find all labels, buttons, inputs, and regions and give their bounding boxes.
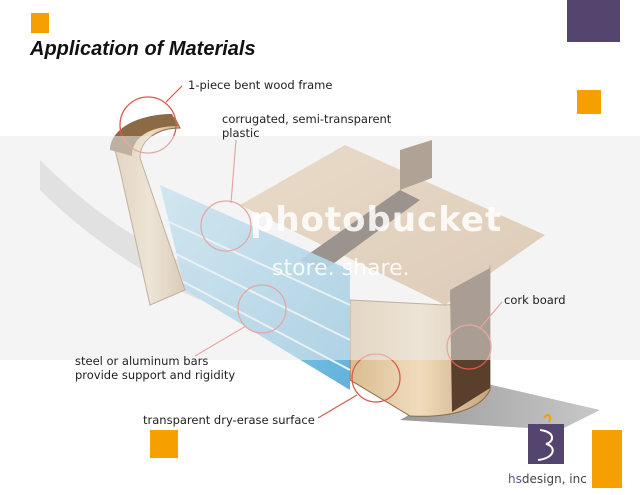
brand-logo-mark (537, 429, 554, 461)
watermark-subtext: store. share. (272, 256, 410, 281)
label-bars-line1: steel or aluminum bars (75, 354, 209, 368)
brand-logo-accent (543, 414, 552, 423)
brand-rest: design, inc (521, 472, 587, 486)
brand-prefix: hs (508, 472, 522, 486)
decor-square-orange-bottomleft (150, 430, 178, 458)
decor-square-purple-topright (567, 0, 620, 42)
page-title: Application of Materials (30, 38, 256, 60)
label-cork-board: cork board (504, 293, 566, 307)
watermark-band (0, 136, 640, 360)
brand-name: hsdesign, inc (508, 472, 587, 486)
label-bars-line2: provide support and rigidity (75, 368, 236, 382)
label-plastic-line2: plastic (222, 126, 260, 140)
decor-square-orange-topleft (31, 13, 49, 33)
decor-square-orange-right (577, 90, 601, 114)
label-dry-erase: transparent dry-erase surface (143, 413, 315, 427)
watermark-text: photobucket (250, 200, 503, 240)
label-plastic-line1: corrugated, semi-transparent (222, 112, 392, 126)
label-bent-wood-frame: 1-piece bent wood frame (188, 78, 333, 92)
decor-square-orange-bottomright (592, 430, 622, 488)
leader-dryerase (317, 394, 358, 419)
label-bars: steel or aluminum bars provide support a… (75, 354, 235, 382)
label-plastic: corrugated, semi-transparent plastic (222, 112, 391, 140)
leader-frame (165, 85, 183, 103)
